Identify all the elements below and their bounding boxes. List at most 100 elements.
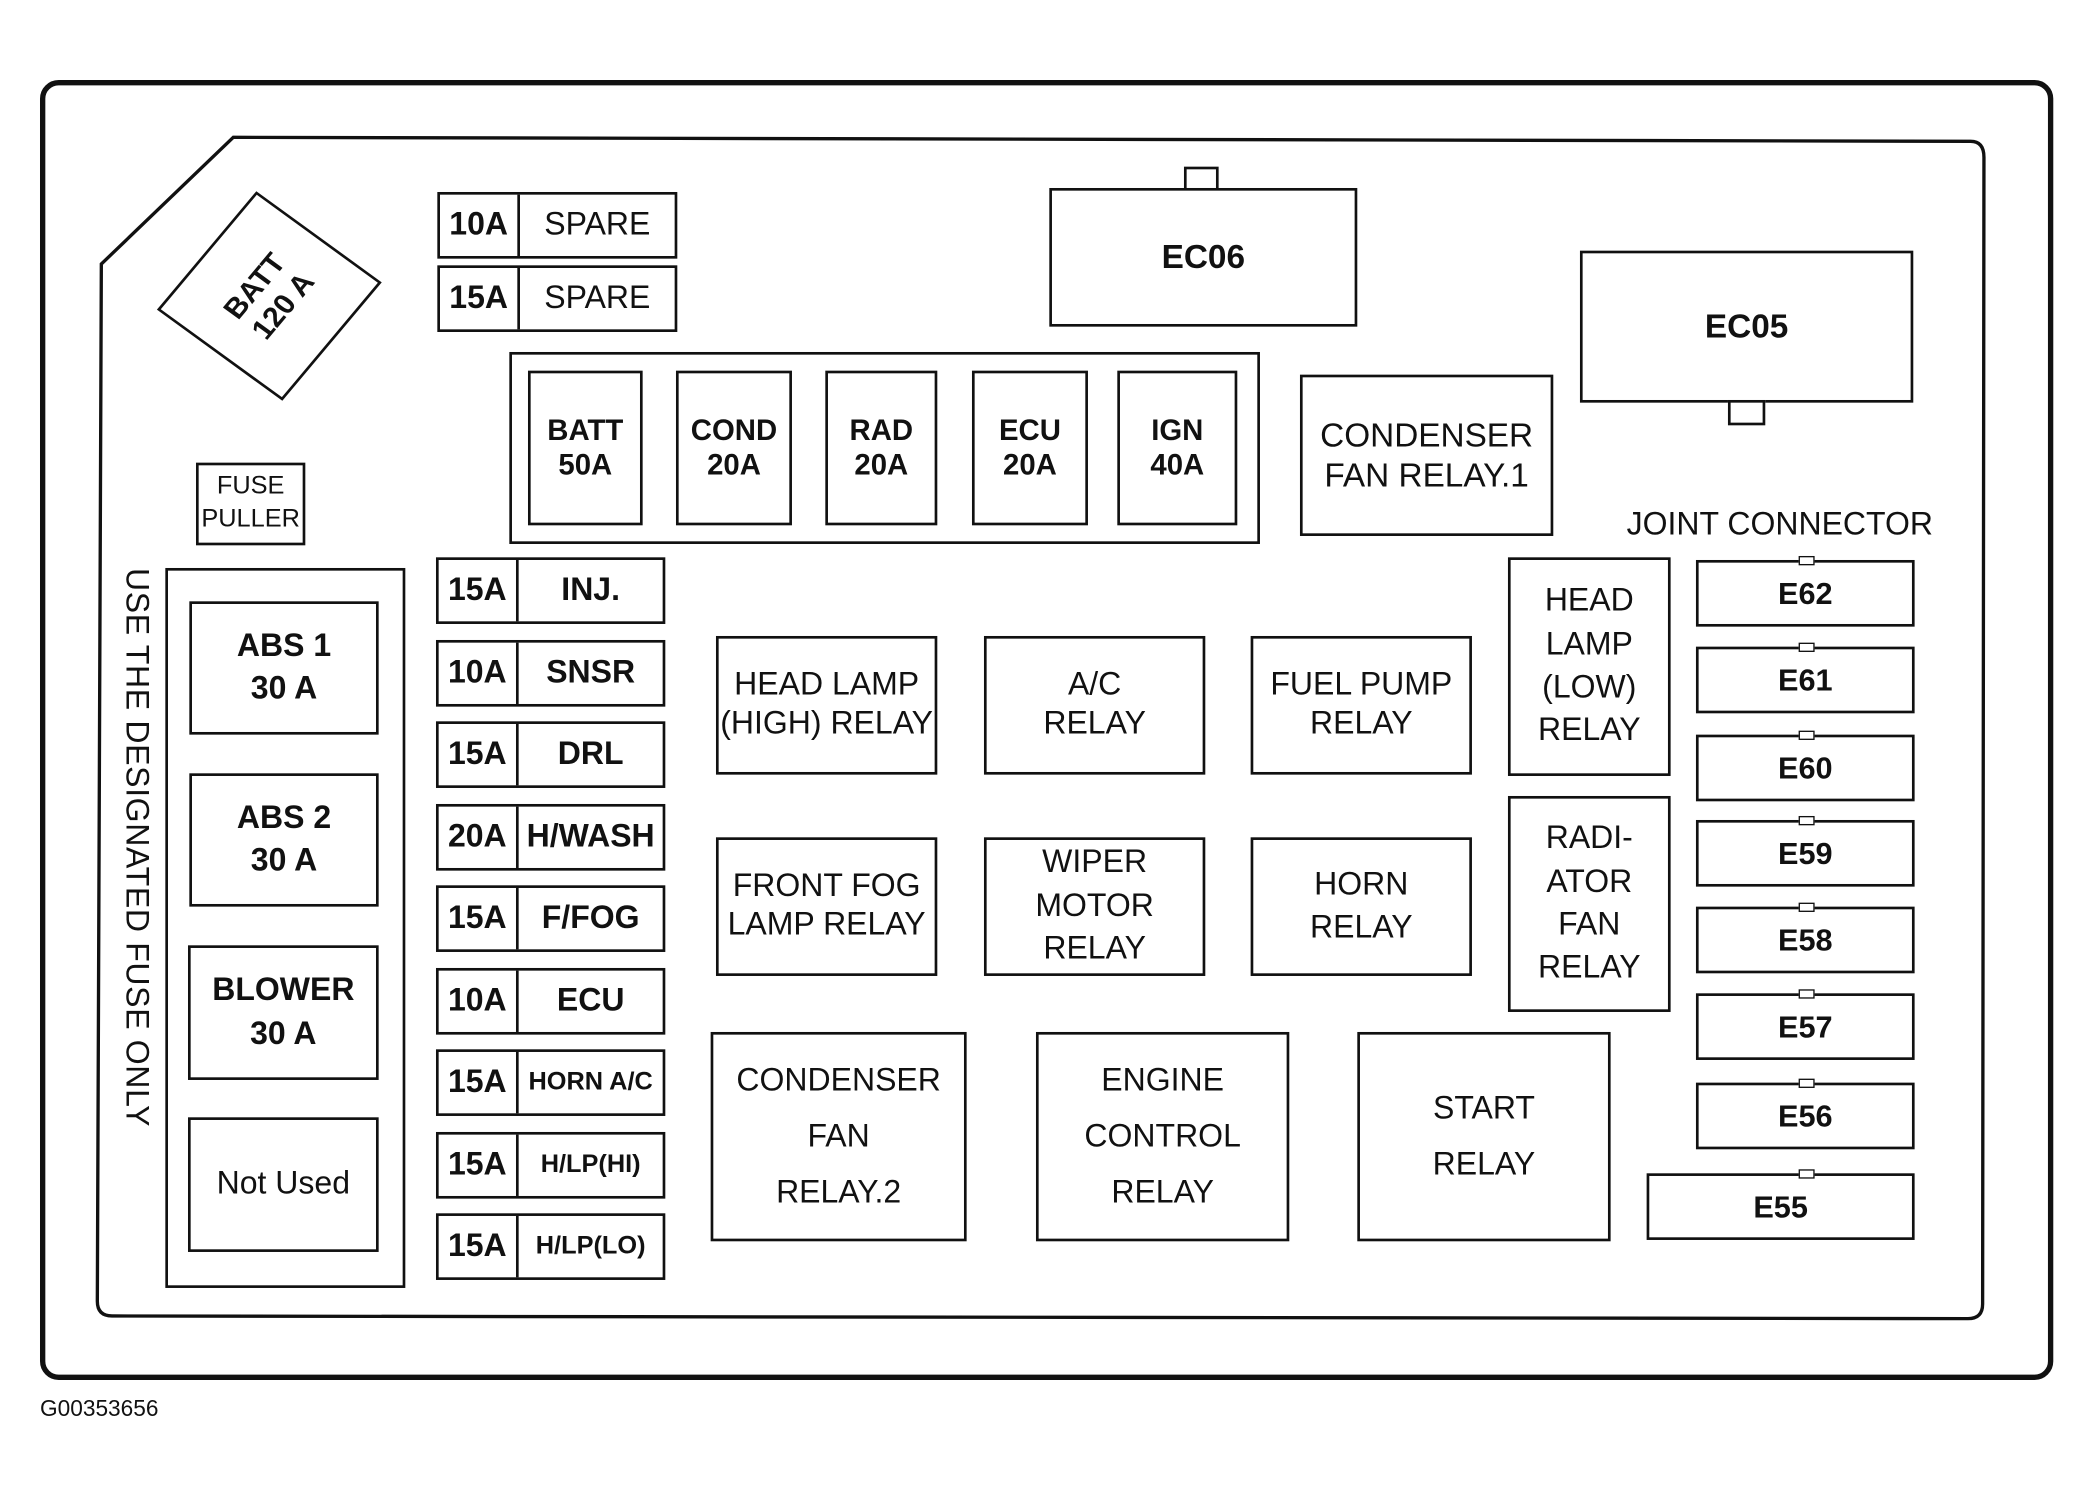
joint-connector-e58[interactable]: E58 — [1695, 906, 1915, 974]
relay-label: WIPER MOTOR RELAY — [1035, 844, 1154, 967]
relay-label: CONDENSER FAN RELAY.1 — [1320, 416, 1534, 494]
joint-connector-e57[interactable]: E57 — [1695, 993, 1915, 1060]
large-fuse-blower[interactable]: BLOWER 30 A — [187, 945, 379, 1080]
fuse-name: HORN A/C — [528, 1067, 653, 1096]
connector-ec05[interactable]: EC05 — [1579, 250, 1914, 403]
spare-fuse-10a[interactable]: 10A SPARE — [437, 191, 678, 259]
condenser-fan-relay-2[interactable]: CONDENSER FAN RELAY.2 — [710, 1031, 967, 1242]
radiator-fan-relay[interactable]: RADI- ATOR FAN RELAY — [1507, 795, 1671, 1012]
connector-tab — [1798, 902, 1815, 912]
joint-connector-e62[interactable]: E62 — [1695, 559, 1915, 627]
joint-connector-title: JOINT CONNECTOR — [1626, 506, 1934, 543]
connector-tab — [1798, 1078, 1815, 1088]
connector-tab — [1798, 730, 1815, 740]
fuse-amp: 10A — [439, 970, 519, 1032]
engine-control-relay[interactable]: ENGINE CONTROL RELAY — [1035, 1031, 1290, 1242]
main-fuse-label: BATT 120 A — [215, 246, 322, 346]
horn-relay[interactable]: HORN RELAY — [1250, 837, 1472, 976]
joint-connector-label: E56 — [1777, 1097, 1833, 1133]
fuse-name: F/FOG — [541, 899, 640, 936]
spare-fuse-15a[interactable]: 15A SPARE — [437, 265, 678, 332]
mini-fuse[interactable]: 10A ECU — [435, 967, 666, 1035]
fuse-name: SPARE — [544, 206, 651, 243]
fusible-link-label: RAD 20A — [849, 412, 914, 482]
fuse-puller-label: FUSE PULLER — [201, 472, 300, 534]
large-fuse-abs2[interactable]: ABS 2 30 A — [189, 773, 379, 907]
joint-connector-label: E60 — [1777, 749, 1833, 785]
large-fuse-block — [165, 567, 406, 1288]
fuel-pump-relay[interactable]: FUEL PUMP RELAY — [1250, 635, 1472, 775]
joint-connector-e59[interactable]: E59 — [1695, 819, 1915, 887]
fuse-amp: 15A — [439, 1134, 519, 1196]
fusible-link-rad[interactable]: RAD 20A — [825, 370, 938, 526]
head-lamp-low-relay[interactable]: HEAD LAMP (LOW) RELAY — [1507, 557, 1671, 776]
fuse-amp: 15A — [439, 887, 519, 950]
joint-connector-label: E61 — [1777, 661, 1833, 697]
relay-label: HEAD LAMP (HIGH) RELAY — [720, 666, 934, 742]
joint-connector-e60[interactable]: E60 — [1695, 734, 1915, 802]
relay-label: HEAD LAMP (LOW) RELAY — [1538, 582, 1641, 749]
fuse-amp: 10A — [440, 194, 520, 256]
fuse-amp: 10A — [439, 642, 519, 704]
connector-ec06[interactable]: EC06 — [1049, 187, 1358, 327]
front-fog-lamp-relay[interactable]: FRONT FOG LAMP RELAY — [715, 837, 938, 976]
joint-connector-label: E62 — [1777, 575, 1833, 610]
large-fuse-label: ABS 1 30 A — [236, 627, 332, 707]
condenser-fan-relay-1[interactable]: CONDENSER FAN RELAY.1 — [1299, 374, 1554, 536]
wiper-motor-relay[interactable]: WIPER MOTOR RELAY — [983, 837, 1206, 976]
fusible-link-ecu[interactable]: ECU 20A — [971, 370, 1088, 526]
joint-connector-label: E58 — [1777, 921, 1833, 957]
relay-label: RADI- ATOR FAN RELAY — [1538, 820, 1641, 986]
joint-connector-label: E55 — [1753, 1188, 1808, 1224]
fusible-link-label: ECU 20A — [998, 412, 1061, 482]
large-fuse-abs1[interactable]: ABS 1 30 A — [189, 601, 379, 735]
relay-label: HORN RELAY — [1310, 866, 1413, 946]
fuse-name: SPARE — [544, 279, 651, 316]
fuse-name: H/LP(HI) — [540, 1150, 641, 1179]
connector-tab — [1798, 642, 1815, 652]
mini-fuse[interactable]: 15A H/LP(HI) — [435, 1131, 666, 1199]
fuse-amp: 15A — [440, 267, 520, 330]
head-lamp-high-relay[interactable]: HEAD LAMP (HIGH) RELAY — [715, 635, 938, 775]
fuse-name: DRL — [557, 735, 624, 772]
fuse-amp: 15A — [439, 723, 519, 786]
joint-connector-e55[interactable]: E55 — [1646, 1173, 1915, 1240]
fuse-name: SNSR — [546, 654, 636, 691]
fusible-link-label: BATT 50A — [547, 412, 624, 482]
joint-connector-label: E57 — [1777, 1008, 1833, 1044]
designated-fuse-note: USE THE DESIGNATED FUSE ONLY — [115, 568, 155, 1155]
fuse-name: INJ. — [561, 571, 620, 608]
connector-label: EC06 — [1161, 237, 1245, 276]
mini-fuse[interactable]: 15A F/FOG — [435, 885, 666, 952]
connector-tab — [1798, 815, 1815, 826]
start-relay[interactable]: START RELAY — [1357, 1031, 1611, 1242]
ec05-tab — [1727, 399, 1766, 426]
side-note-text: USE THE DESIGNATED FUSE ONLY — [118, 567, 155, 1128]
joint-connector-e56[interactable]: E56 — [1695, 1082, 1915, 1150]
relay-label: A/C RELAY — [1043, 666, 1146, 742]
relay-label: FRONT FOG LAMP RELAY — [727, 868, 926, 943]
mini-fuse[interactable]: 10A SNSR — [435, 639, 666, 707]
fusible-link-ign[interactable]: IGN 40A — [1117, 370, 1238, 526]
fusible-link-block — [509, 351, 1260, 544]
fuse-puller[interactable]: FUSE PULLER — [195, 462, 306, 546]
connector-tab — [1798, 989, 1815, 999]
relay-label: CONDENSER FAN RELAY.2 — [736, 1062, 941, 1211]
relay-label: FUEL PUMP RELAY — [1270, 666, 1453, 742]
relay-label: START RELAY — [1432, 1090, 1536, 1183]
large-fuse-label: ABS 2 30 A — [236, 799, 332, 879]
connector-label: EC05 — [1704, 307, 1789, 345]
fusible-link-cond[interactable]: COND 20A — [675, 370, 792, 526]
fusible-link-batt[interactable]: BATT 50A — [527, 370, 643, 526]
ac-relay[interactable]: A/C RELAY — [983, 635, 1206, 775]
large-fuse-not-used[interactable]: Not Used — [187, 1117, 379, 1252]
mini-fuse[interactable]: 15A DRL — [435, 721, 666, 788]
joint-connector-e61[interactable]: E61 — [1695, 646, 1915, 714]
fuse-name: ECU — [556, 982, 625, 1019]
